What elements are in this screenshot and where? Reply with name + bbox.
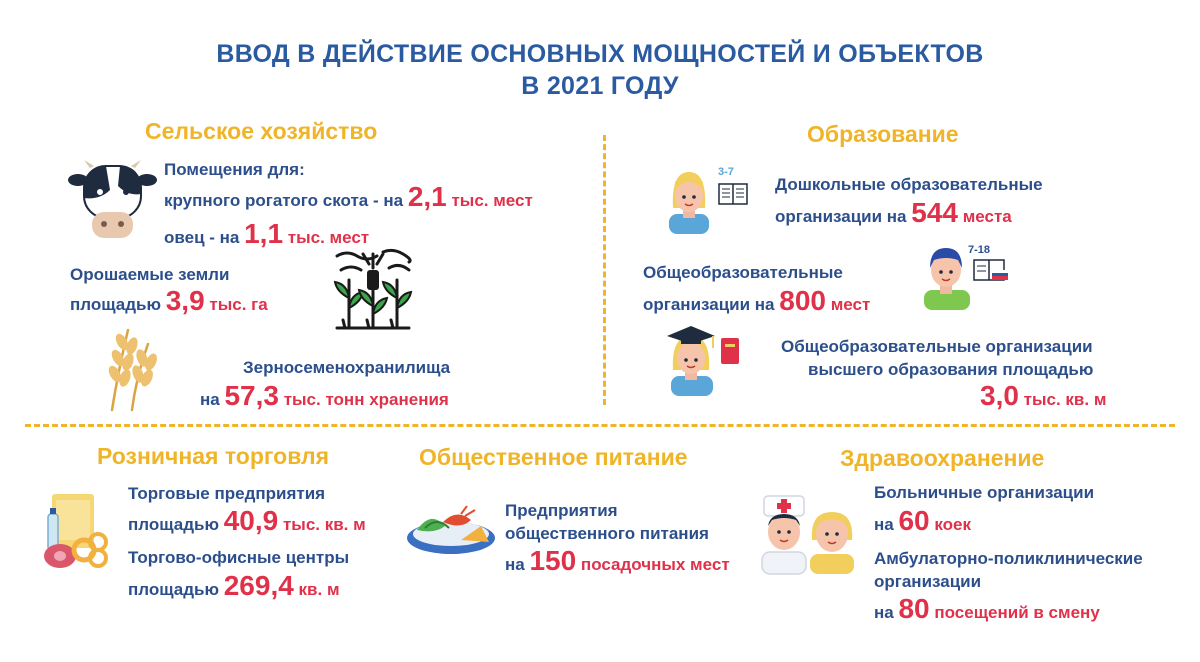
clinic-line: на 80 посещений в смену	[874, 595, 1100, 624]
grain-line: на 57,3 тыс. тонн хранения	[200, 382, 449, 411]
education-heading: Образование	[807, 121, 959, 147]
agriculture-heading: Сельское хозяйство	[145, 118, 378, 144]
school-text: организации на	[643, 295, 775, 314]
cattle-line: крупного рогатого скота - на 2,1 тыс. ме…	[164, 183, 533, 212]
catering-line1: Предприятия	[505, 501, 618, 520]
catering-line: на 150 посадочных мест	[505, 547, 730, 576]
hospital-line: на 60 коек	[874, 507, 971, 536]
clinic-text: на	[874, 603, 894, 622]
grain-unit: тыс. тонн хранения	[283, 390, 449, 409]
wheat-icon	[108, 328, 157, 412]
sheep-line: овец - на 1,1 тыс. мест	[164, 220, 370, 249]
trade-line1: Торговые предприятия	[128, 484, 326, 503]
school-line: организации на 800 мест	[643, 287, 871, 316]
cattle-unit: тыс. мест	[451, 191, 533, 210]
preschool-text: организации на	[775, 207, 907, 226]
cow-icon	[68, 160, 157, 238]
health-heading: Здравоохранение	[840, 445, 1045, 471]
school-line1: Общеобразовательные	[643, 263, 843, 282]
irrigated-line1: Орошаемые земли	[70, 265, 230, 284]
page-title-line2: В 2021 ГОДУ	[521, 72, 679, 100]
horizontal-divider	[25, 424, 1175, 427]
preschool-age-badge: 3-7	[718, 166, 734, 178]
sheep-value: 1,1	[244, 218, 284, 249]
irrigation-icon	[333, 248, 413, 330]
food-plate-icon	[407, 505, 495, 554]
catering-line2: общественного питания	[505, 524, 709, 543]
preschool-value: 544	[911, 197, 958, 228]
clinic-line2: организации	[874, 572, 982, 591]
higher-unit: тыс. кв. м	[1023, 390, 1107, 409]
hospital-unit: коек	[934, 515, 971, 534]
irrigated-text: площадью	[70, 295, 161, 314]
trade-line: площадью 40,9 тыс. кв. м	[128, 507, 366, 536]
higher-line: 3,0 тыс. кв. м	[980, 382, 1107, 411]
higher-value: 3,0	[980, 380, 1019, 411]
office-value: 269,4	[223, 570, 294, 601]
cattle-value: 2,1	[407, 181, 447, 212]
higher-line1: Общеобразовательные организации	[781, 337, 1093, 356]
office-unit: кв. м	[298, 580, 340, 599]
doctors-icon	[761, 495, 854, 575]
hospital-text: на	[874, 515, 894, 534]
office-line1: Торгово-офисные центры	[128, 548, 350, 567]
catering-value: 150	[529, 545, 577, 576]
graduate-icon	[667, 326, 739, 396]
preschool-line: организации на 544 места	[775, 199, 1012, 228]
school-age-badge: 7-18	[968, 244, 991, 256]
irrigated-line: площадью 3,9 тыс. га	[70, 287, 268, 316]
irrigated-value: 3,9	[165, 285, 205, 316]
catering-heading: Общественное питание	[419, 444, 688, 470]
sheep-text: овец - на	[164, 228, 240, 247]
premises-label: Помещения для:	[164, 160, 305, 179]
trade-value: 40,9	[223, 505, 279, 536]
preschool-unit: места	[962, 207, 1012, 226]
trade-unit: тыс. кв. м	[282, 515, 366, 534]
hospital-line1: Больничные организации	[874, 483, 1095, 502]
vertical-divider	[603, 135, 606, 405]
preschool-line1: Дошкольные образовательные	[775, 175, 1043, 194]
school-value: 800	[779, 285, 826, 316]
grain-value: 57,3	[224, 380, 279, 411]
higher-line2: высшего образования площадью	[808, 360, 1094, 379]
trade-text: площадью	[128, 515, 219, 534]
office-text: площадью	[128, 580, 219, 599]
page-title: ВВОД В ДЕЙСТВИЕ ОСНОВНЫХ МОЩНОСТЕЙ И ОБЪ…	[0, 38, 1200, 102]
irrigated-unit: тыс. га	[209, 295, 268, 314]
preschool-child-icon	[669, 172, 748, 234]
clinic-unit: посещений в смену	[934, 603, 1100, 622]
retail-heading: Розничная торговля	[97, 443, 330, 469]
catering-text: на	[505, 555, 525, 574]
cattle-text: крупного рогатого скота - на	[164, 191, 404, 210]
grain-line1: Зерносеменохранилища	[243, 358, 451, 377]
page-title-line1: ВВОД В ДЕЙСТВИЕ ОСНОВНЫХ МОЩНОСТЕЙ И ОБЪ…	[216, 40, 984, 68]
hospital-value: 60	[898, 505, 930, 536]
clinic-line1: Амбулаторно-поликлинические	[874, 549, 1143, 568]
schoolchild-icon	[924, 248, 1008, 310]
sheep-unit: тыс. мест	[287, 228, 370, 247]
school-unit: мест	[830, 295, 871, 314]
groceries-icon	[44, 494, 108, 568]
catering-unit: посадочных мест	[580, 555, 730, 574]
clinic-value: 80	[898, 593, 930, 624]
office-line: площадью 269,4 кв. м	[128, 572, 340, 601]
grain-text: на	[200, 390, 220, 409]
